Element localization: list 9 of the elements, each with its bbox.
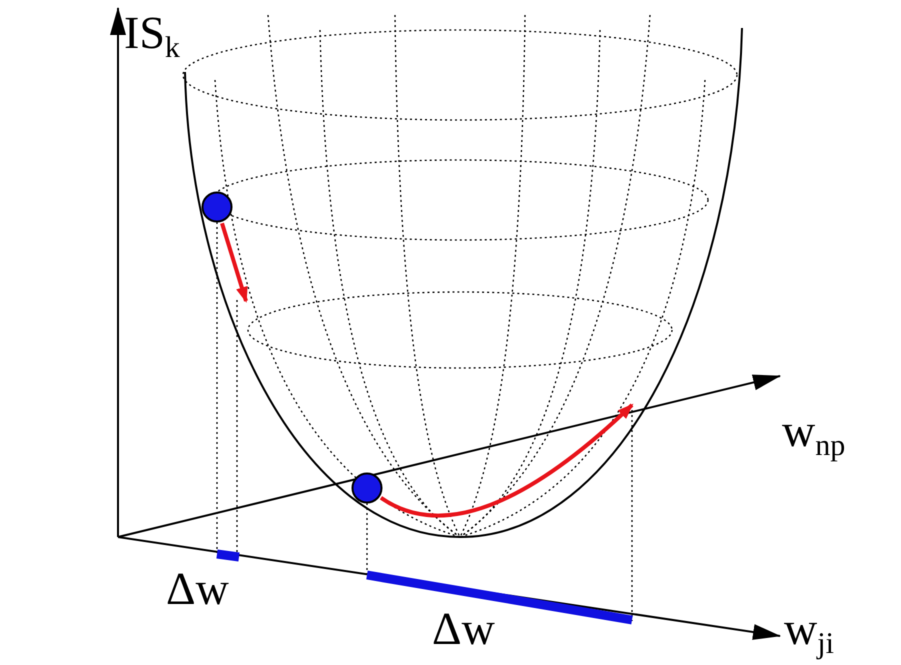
- ball-marker: [201, 191, 233, 223]
- step-label: Δw: [166, 566, 229, 612]
- step-label: Δw: [432, 606, 495, 652]
- axis-label: IS$_{k}$: [124, 10, 180, 63]
- axis-label: w$_{ji}$: [784, 606, 834, 659]
- axis-label: w$_{np}$: [782, 408, 846, 461]
- descent-arrow: [380, 404, 634, 518]
- ball-marker: [351, 472, 383, 504]
- descent-arrow: [220, 222, 248, 303]
